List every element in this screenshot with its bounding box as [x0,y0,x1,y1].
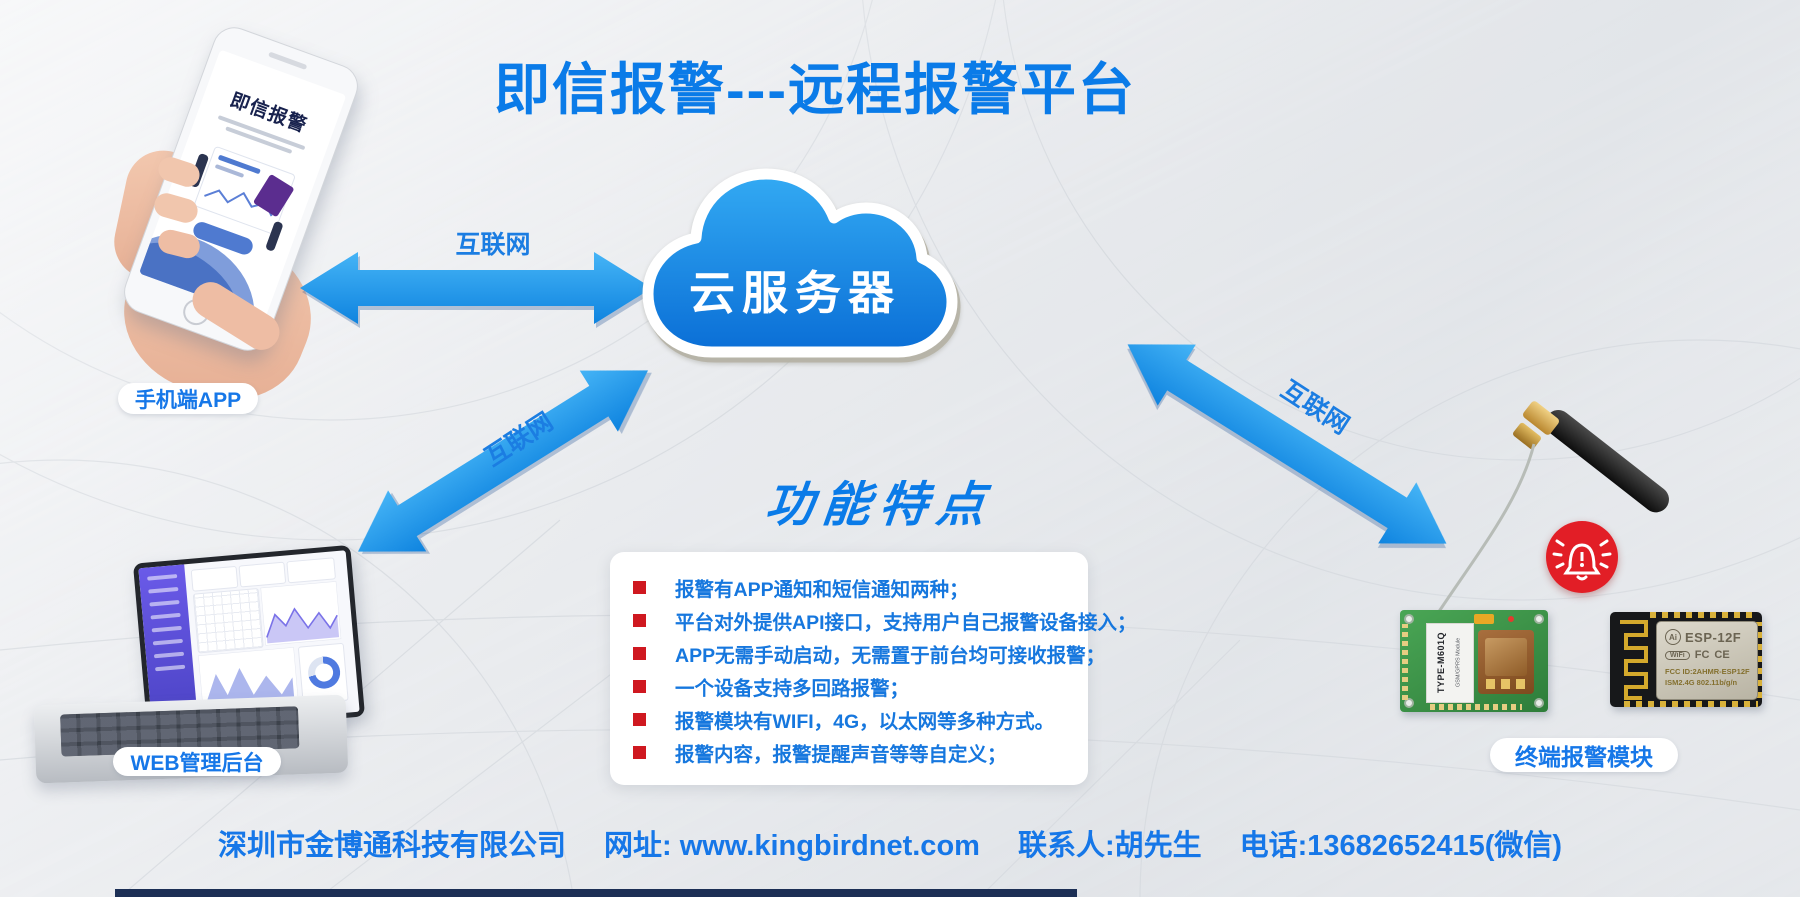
esp-antenna-trace [1620,620,1648,700]
bullet-square-icon [633,647,646,660]
esp-pads [1650,612,1758,618]
feature-text: 一个设备支持多回路报警； [675,678,910,700]
bullet-square-icon [633,581,646,594]
feature-item: 一个设备支持多回路报警； [610,670,1088,703]
footer-contact-line: 深圳市金博通科技有限公司 网址: www.kingbirdnet.com 联系人… [218,822,1562,864]
dashboard-calendar [192,587,264,654]
feature-item: 报警有APP通知和短信通知两种； [610,571,1088,604]
cloud-server: 云服务器 [628,140,962,378]
gsm-type-text: TYPE-M601Q [1436,632,1447,694]
wifi-mark: WiFi [1665,650,1690,660]
sim-socket [1478,630,1534,694]
bullet-square-icon [633,680,646,693]
ai-thinker-logo: Ai [1665,629,1681,645]
phone-speaker [268,51,308,70]
arrow-phone-cloud-label: 互联网 [455,231,531,259]
feature-item: 报警模块有WIFI，4G，以太网等多种方式。 [610,703,1088,736]
esp-name-text: ESP-12F [1685,629,1742,645]
bottom-accent-bar [115,889,1077,897]
module-label-text: 终端报警模块 [1515,744,1653,770]
web-label: WEB管理后台 [113,747,281,776]
arrow-module-cloud [1127,344,1447,544]
phone-screen: 即信报警 [139,49,347,320]
fcc-mark: FC [1694,649,1710,661]
esp-ism-text: ISM2.4G 802.11b/g/n [1665,678,1738,687]
feature-text: 报警内容，报警提醒声音等等自定义； [675,744,1007,766]
esp-wifi-module: Ai ESP-12F WiFi FC CE FCC ID:2AHMR-ESP12… [1610,612,1762,707]
contact-person: 联系人:胡先生 [1017,830,1202,862]
alarm-bell-icon [1546,521,1618,593]
cloud-label: 云服务器 [689,267,901,319]
esp-pads [1756,622,1762,698]
bullet-square-icon [633,713,646,726]
feature-text: APP无需手动启动，无需置于前台均可接收报警； [675,645,1106,667]
feature-item: 平台对外提供API接口，支持用户自己报警设备接入； [610,604,1137,637]
company-name: 深圳市金博通科技有限公司 [217,830,566,862]
feature-item: APP无需手动启动，无需置于前台均可接收报警； [610,637,1105,670]
phone-illustration: 即信报警 [70,10,365,424]
arrow-phone-cloud [300,252,652,324]
feature-text: 平台对外提供API接口，支持用户自己报警设备接入； [675,612,1137,634]
gsm-module: TYPE-M601Q GSM/GPRS Module [1400,610,1548,712]
features-heading: 功能特点 [762,479,997,532]
esp-pads [1624,701,1758,707]
gsm-led [1508,616,1514,622]
features-list: 报警有APP通知和短信通知两种； 平台对外提供API接口，支持用户自己报警设备接… [610,552,1137,769]
features-panel: 报警有APP通知和短信通知两种； 平台对外提供API接口，支持用户自己报警设备接… [610,552,1137,785]
phone-label: 手机端APP [118,383,258,414]
cloud-shape [642,168,958,358]
module-label: 终端报警模块 [1490,738,1678,772]
gsm-pin-header [1430,704,1522,710]
web-dashboard [138,550,360,730]
smartphone: 即信报警 [117,21,365,357]
ce-mark: CE [1714,649,1730,661]
laptop-screen [132,544,366,736]
esp-fcc-id-text: FCC ID:2AHMR-ESP12F [1665,667,1750,676]
website-text: 网址: www.kingbirdnet.com [604,830,980,862]
feature-text: 报警模块有WIFI，4G，以太网等多种方式。 [675,711,1055,733]
page-title: 即信报警---远程报警平台 [494,58,1136,121]
bullet-square-icon [633,614,646,627]
gsm-component-yellow [1474,614,1494,624]
phone-label-text: 手机端APP [134,388,242,412]
esp-shield: Ai ESP-12F WiFi FC CE FCC ID:2AHMR-ESP12… [1656,621,1758,700]
feature-text: 报警有APP通知和短信通知两种； [675,579,969,601]
gsm-sub-text: GSM/GPRS Module [1456,638,1462,688]
gsm-pin-header [1402,624,1408,700]
gsm-sticker: TYPE-M601Q GSM/GPRS Module [1426,623,1474,703]
dashboard-area-chart [260,581,342,646]
feature-item: 报警内容，报警提醒声音等等自定义； [610,736,1088,769]
arrow-web-cloud [357,370,649,552]
web-label-text: WEB管理后台 [130,751,264,775]
laptop-illustration [33,544,366,784]
phone-number: 电话:13682652415(微信) [1239,830,1563,862]
bullet-square-icon [633,746,646,759]
